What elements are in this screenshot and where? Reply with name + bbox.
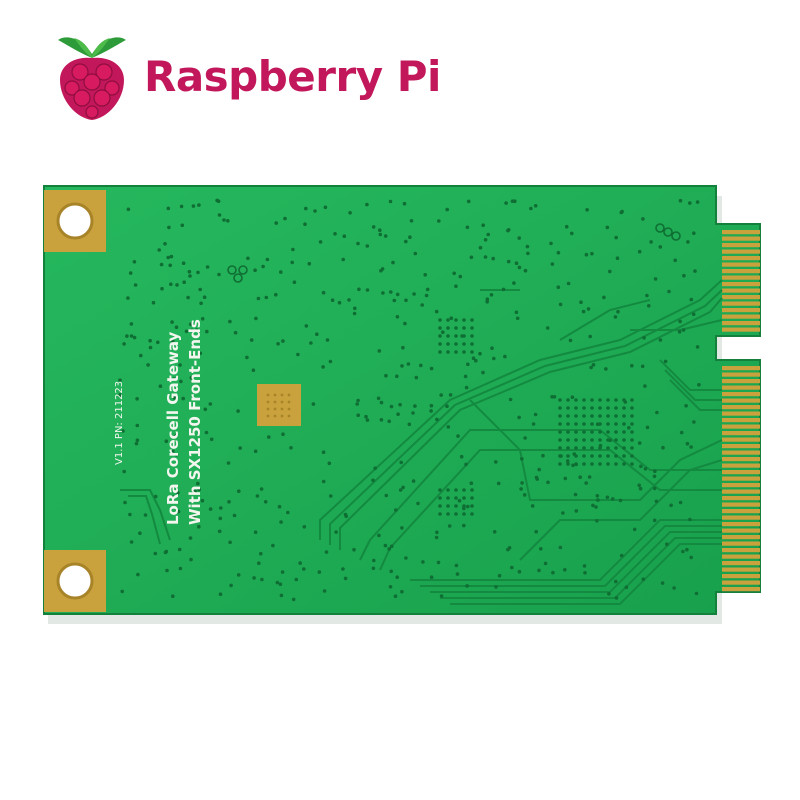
edge-connector-icon [722,230,760,332]
pcb-traces [120,279,723,605]
silkscreen-title-line2: With SX1250 Front-Ends [186,319,204,525]
center-pad [257,384,301,426]
silkscreen-version: V1.1 PN: 211223 [114,381,125,465]
brand-header: Raspberry Pi [52,28,441,124]
pcb-board [43,185,761,615]
raspberry-logo-icon [58,37,126,120]
pcb-vias [118,198,701,602]
edge-connector-icon [722,366,760,592]
mounting-hole-icon [44,550,106,612]
mounting-hole-icon [44,190,106,252]
silkscreen-title-line1: LoRa Corecell Gateway [164,331,182,525]
brand-name: Raspberry Pi [144,51,441,101]
